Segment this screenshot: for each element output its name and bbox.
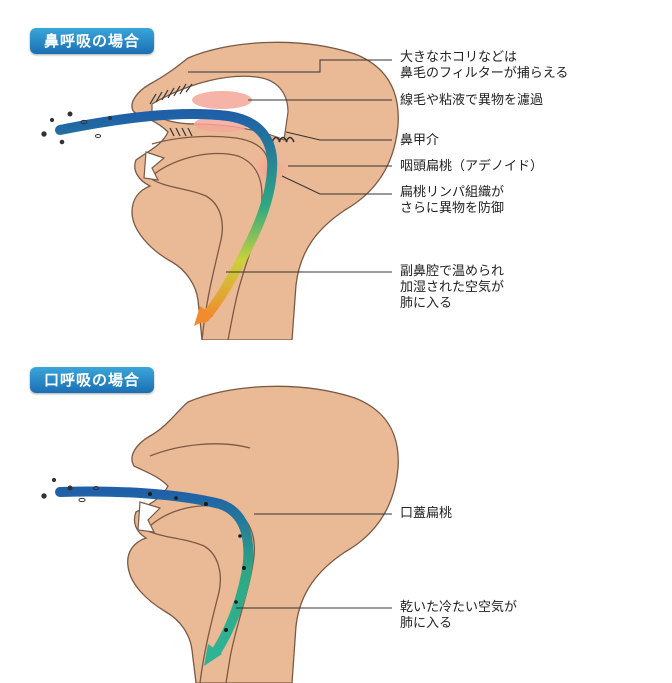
mouth-breathing-anatomy — [41, 385, 399, 683]
label-palatine-tonsil: 口蓋扁桃 — [400, 506, 453, 521]
label-lymph-tissue: 扁桃リンパ組織が さらに異物を防御 — [400, 185, 505, 216]
nose-breathing-anatomy — [41, 41, 399, 340]
label-warm-humid-air: 副鼻腔で温められ 加湿された空気が 肺に入る — [400, 264, 505, 311]
airway-particles — [148, 492, 246, 632]
teeth — [137, 501, 162, 533]
palate — [151, 135, 269, 165]
tongue — [148, 152, 263, 340]
label-adenoid: 咽頭扁桃（アデノイド） — [400, 159, 544, 174]
nose-hairs — [149, 83, 193, 137]
label-nose-hair-filter: 大きなホコリなどは 鼻毛のフィルターが捕らえる — [400, 50, 569, 81]
dust-particles — [41, 111, 112, 145]
nose-breathing-panel: 鼻呼吸の場合 大きなホコリなどは 鼻毛のフィルターが捕らえる 線毛や粘液で異物を… — [0, 0, 672, 340]
mouth-breathing-panel: 口呼吸の場合 口蓋扁桃 乾いた冷たい空気が 肺に入る — [0, 340, 672, 683]
airflow-arrowhead — [194, 306, 214, 326]
nose-breathing-title: 鼻呼吸の場合 — [30, 28, 155, 54]
dust-particles — [41, 477, 99, 503]
cilia-mucus-area — [192, 91, 252, 109]
label-dry-cold-air: 乾いた冷たい空気が 肺に入る — [400, 600, 518, 631]
label-turbinate: 鼻甲介 — [400, 133, 440, 148]
mouth-breathing-title: 口呼吸の場合 — [30, 367, 155, 393]
mouth-callout-lines — [236, 513, 392, 609]
airflow-arrowhead — [204, 644, 222, 666]
nasal-airflow-path — [55, 108, 278, 323]
teeth — [143, 151, 166, 181]
label-cilia-mucus: 線毛や粘液で異物を濾過 — [400, 93, 544, 108]
palate — [149, 443, 251, 457]
nose-callout-lines — [188, 59, 392, 273]
head-silhouette — [127, 385, 399, 683]
